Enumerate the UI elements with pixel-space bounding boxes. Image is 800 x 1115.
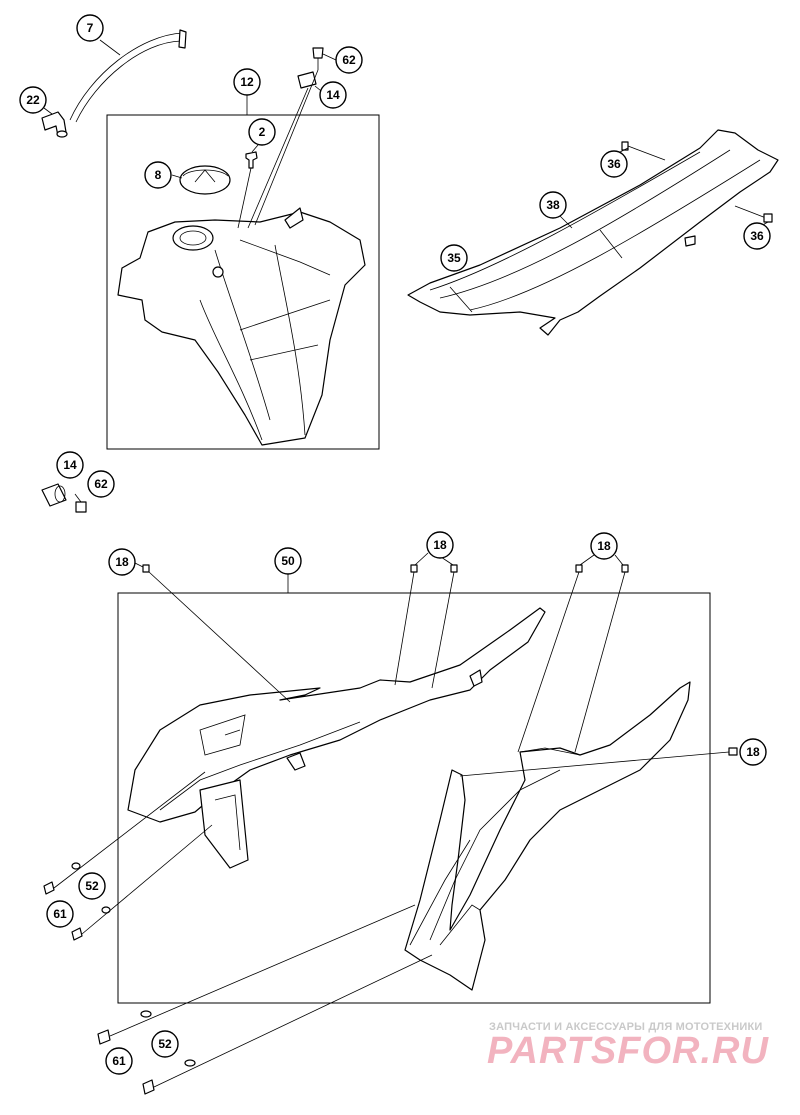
svg-text:62: 62	[342, 53, 356, 67]
svg-text:38: 38	[546, 198, 560, 212]
svg-text:18: 18	[115, 555, 129, 569]
elbow-fitting	[41, 107, 68, 138]
fuel-tank-group-box	[106, 114, 380, 450]
fuel-tank	[117, 207, 366, 446]
svg-text:18: 18	[433, 538, 447, 552]
callout-36-rear[interactable]: 36	[743, 222, 771, 250]
lower-left-hardware	[43, 771, 213, 941]
svg-text:18: 18	[746, 745, 760, 759]
side-panel-left	[127, 607, 546, 869]
seat	[407, 129, 779, 336]
vent-valve	[237, 144, 259, 229]
svg-text:8: 8	[155, 168, 162, 182]
svg-text:61: 61	[53, 907, 67, 921]
watermark-logo: PARTSFOR.RU	[487, 1030, 769, 1072]
svg-text:7: 7	[87, 21, 94, 35]
callout-8[interactable]: 8	[144, 161, 172, 189]
bottom-hardware	[97, 904, 433, 1095]
side-panel-right	[404, 681, 691, 991]
fuel-cap	[171, 165, 231, 195]
svg-text:35: 35	[447, 251, 461, 265]
svg-text:22: 22	[26, 93, 40, 107]
svg-text:12: 12	[240, 75, 254, 89]
svg-text:18: 18	[597, 539, 611, 553]
svg-text:52: 52	[85, 879, 99, 893]
callout-14-lower[interactable]: 14	[56, 451, 84, 479]
svg-text:14: 14	[63, 458, 77, 472]
fuel-hose	[69, 29, 187, 123]
svg-text:52: 52	[158, 1037, 172, 1051]
callout-61-bottom[interactable]: 61	[105, 1047, 133, 1075]
callout-22[interactable]: 22	[19, 86, 47, 114]
tank-mount-hardware-lower	[41, 483, 87, 513]
callout-18-right[interactable]: 18	[590, 532, 618, 560]
svg-text:36: 36	[607, 157, 621, 171]
callout-7[interactable]: 7	[76, 14, 104, 42]
svg-text:62: 62	[94, 477, 108, 491]
callout-52-bottom[interactable]: 52	[151, 1030, 179, 1058]
watermark-tagline: ЗАПЧАСТИ И АКСЕССУАРЫ ДЛЯ МОТОТЕХНИКИ	[489, 1021, 763, 1033]
callout-35[interactable]: 35	[440, 244, 468, 272]
callout-18-left[interactable]: 18	[108, 548, 136, 576]
panel-bolts-18	[134, 552, 738, 777]
callout-18-center[interactable]: 18	[426, 531, 454, 559]
callout-52-left[interactable]: 52	[78, 872, 106, 900]
callout-2[interactable]: 2	[248, 118, 276, 146]
callout-50[interactable]: 50	[274, 547, 302, 575]
callout-61-left[interactable]: 61	[46, 900, 74, 928]
svg-text:36: 36	[750, 229, 764, 243]
callout-62-lower[interactable]: 62	[87, 470, 115, 498]
svg-text:50: 50	[281, 554, 295, 568]
callout-62-upper[interactable]: 62	[335, 46, 363, 74]
callout-36-front[interactable]: 36	[600, 150, 628, 178]
side-panel-group-box	[117, 592, 711, 1004]
svg-text:61: 61	[112, 1054, 126, 1068]
callout-18-far-right[interactable]: 18	[739, 738, 767, 766]
callout-14-upper[interactable]: 14	[319, 81, 347, 109]
callout-38[interactable]: 38	[539, 191, 567, 219]
svg-text:14: 14	[326, 88, 340, 102]
svg-text:2: 2	[259, 125, 266, 139]
callout-12[interactable]: 12	[233, 68, 261, 96]
